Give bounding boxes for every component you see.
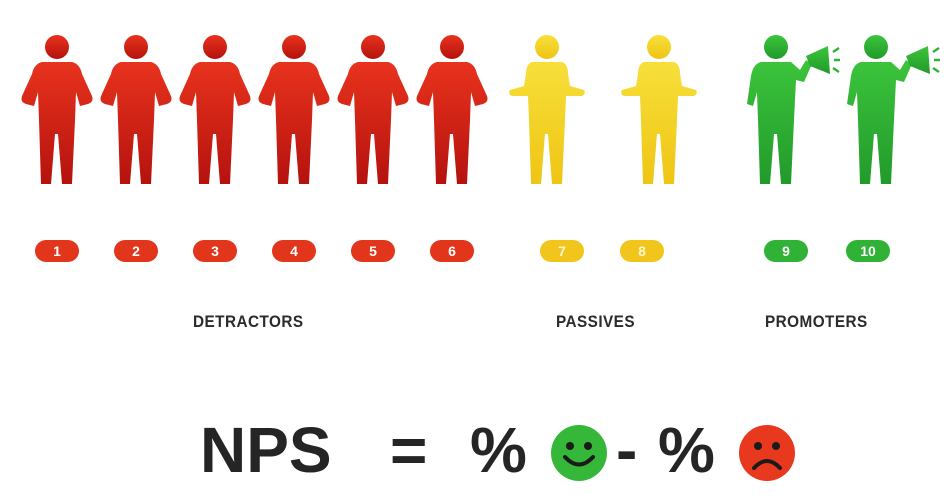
score-badge: 10 (846, 240, 890, 262)
detractor-person-icon (255, 34, 333, 194)
score-badge: 1 (35, 240, 79, 262)
promoter-person-megaphone-icon (844, 34, 940, 194)
detractor-person-icon (18, 34, 96, 194)
score-badge: 6 (430, 240, 474, 262)
detractors-label: DETRACTORS (193, 312, 304, 331)
score-badge: 9 (764, 240, 808, 262)
passives-label: PASSIVES (556, 312, 636, 331)
promoters-label: PROMOTERS (765, 312, 868, 331)
happy-face-icon (550, 424, 608, 482)
passive-person-icon (508, 34, 586, 194)
promoter-person-megaphone-icon (744, 34, 840, 194)
nps-formula: NPS = % - % (0, 410, 947, 490)
minus-sign: - (616, 414, 638, 486)
score-badge: 4 (272, 240, 316, 262)
sad-face-icon (738, 424, 796, 482)
score-badge: 7 (540, 240, 584, 262)
detractor-person-icon (97, 34, 175, 194)
score-badge: 8 (620, 240, 664, 262)
percent-sign: % (470, 414, 527, 486)
detractor-person-icon (334, 34, 412, 194)
score-badge: 2 (114, 240, 158, 262)
detractor-person-icon (413, 34, 491, 194)
detractor-person-icon (176, 34, 254, 194)
nps-text: NPS (200, 414, 332, 486)
score-badge: 3 (193, 240, 237, 262)
score-badge: 5 (351, 240, 395, 262)
equals-sign: = (390, 414, 428, 486)
passive-person-icon (620, 34, 698, 194)
percent-sign: % (658, 414, 715, 486)
